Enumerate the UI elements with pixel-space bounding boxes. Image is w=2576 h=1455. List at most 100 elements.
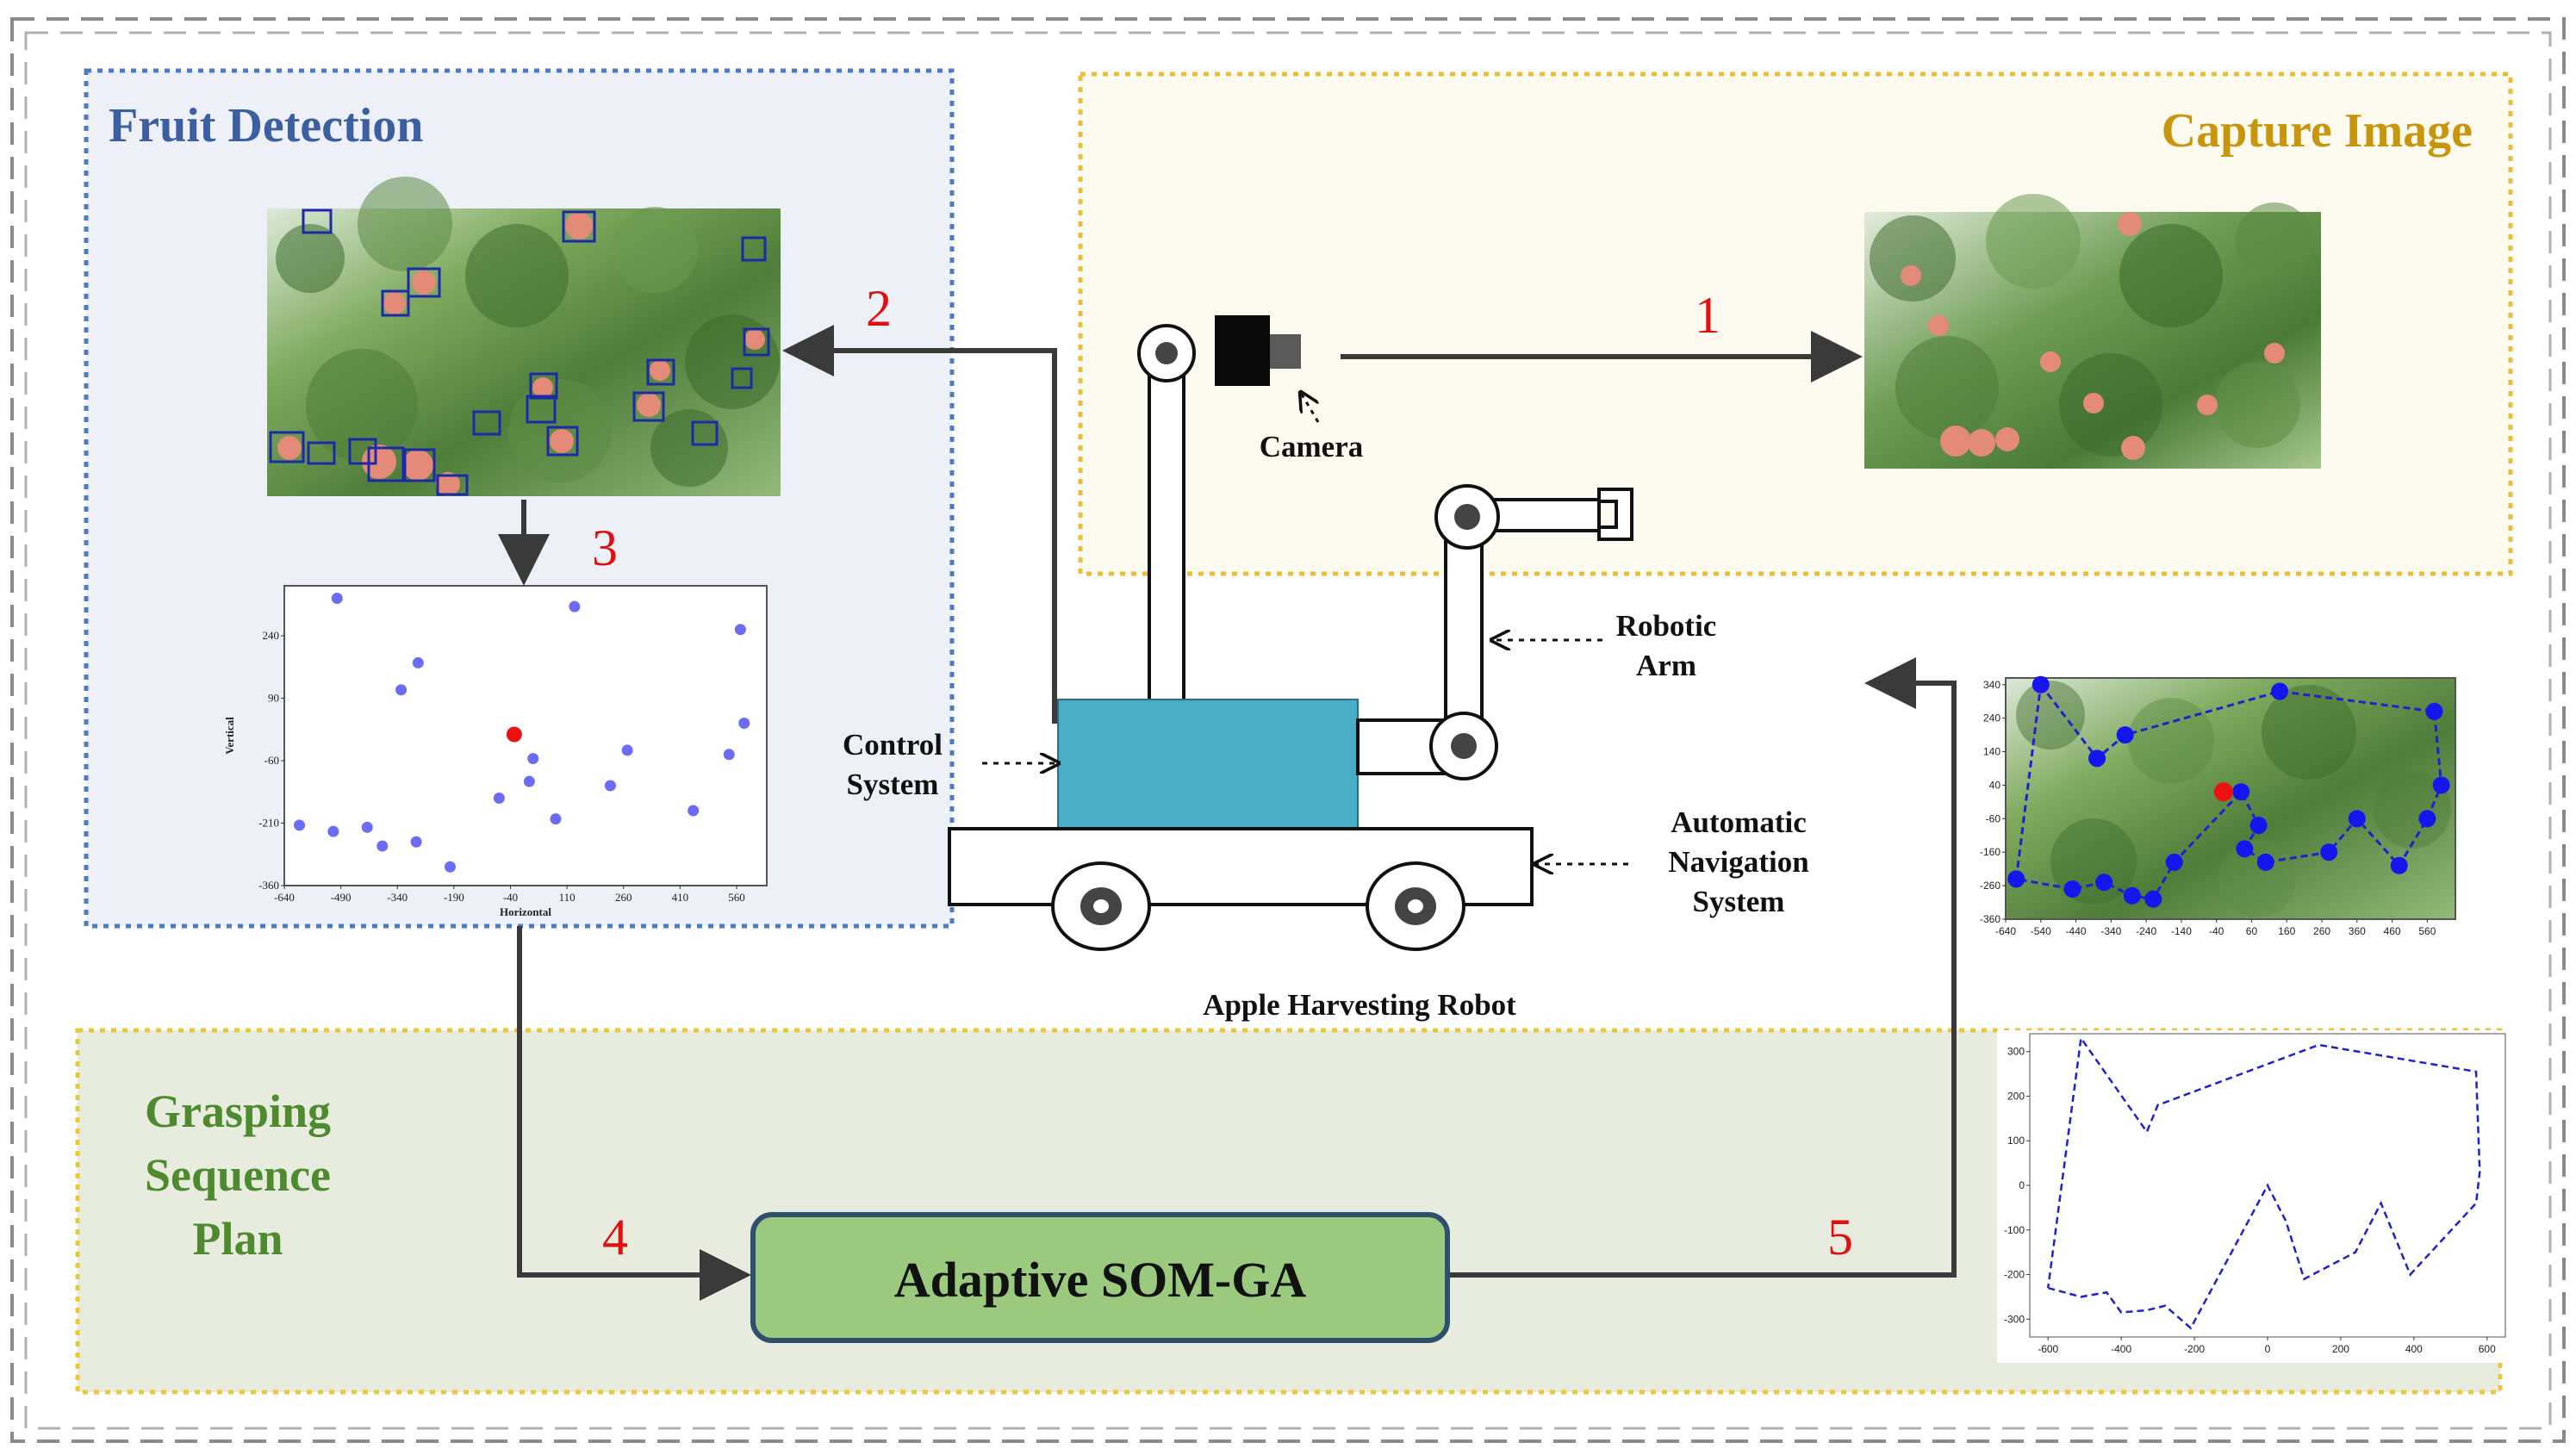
grasping-title-line3: Plan — [192, 1213, 283, 1265]
route-line-chart-ytick-label: -200 — [2004, 1269, 2025, 1281]
step-5: 5 — [1827, 1209, 1853, 1265]
scatter-plot-xtick-label: -640 — [274, 891, 295, 904]
route-line-chart-ytick-label: 300 — [2007, 1046, 2025, 1058]
route-overlay-ytick-label: 340 — [1983, 679, 2000, 691]
arrow-2 — [782, 325, 1057, 724]
route-overlay-point — [2390, 856, 2408, 874]
scatter-point — [327, 825, 339, 837]
route-line-chart-ytick-label: 100 — [2007, 1135, 2025, 1147]
scatter-plot-xtick-label: 410 — [672, 891, 689, 904]
scatter-plot-xtick-label: -40 — [503, 891, 518, 904]
route-overlay-xtick-label: -540 — [2031, 925, 2051, 937]
scatter-plot-ytick-label: -360 — [258, 879, 279, 892]
route-overlay-point — [2432, 776, 2450, 794]
route-overlay-point — [2032, 675, 2050, 693]
camera-lens — [1270, 334, 1301, 369]
scatter-point — [604, 780, 616, 792]
robotic-arm-label-1: Robotic — [1616, 609, 1717, 643]
route-overlay-point — [2320, 843, 2338, 861]
route-overlay-point — [2165, 853, 2183, 871]
scatter-plot-xtick-label: -490 — [331, 891, 352, 904]
scatter-point — [523, 775, 535, 787]
route-overlay-path — [2014, 683, 2443, 901]
route-overlay-point — [2425, 702, 2443, 720]
route-overlay-xtick-label: 460 — [2384, 925, 2401, 937]
route-line-chart-xtick-label: -200 — [2184, 1343, 2205, 1355]
route-line-chart-xtick-label: 200 — [2332, 1343, 2349, 1355]
route-overlay-point — [2095, 874, 2113, 892]
robot: Camera — [948, 315, 1633, 951]
detection-photo — [267, 177, 781, 496]
algorithm-label: Adaptive SOM-GA — [894, 1252, 1307, 1308]
scatter-plot-ytick-label: -210 — [258, 817, 279, 830]
scatter-target-point — [506, 726, 522, 743]
route-overlay-xtick-label: 60 — [2246, 925, 2258, 937]
camera-body — [1215, 315, 1270, 386]
control-system-box — [1057, 699, 1359, 830]
route-overlay-xtick-label: 360 — [2349, 925, 2366, 937]
scatter-plot-ytick-label: 90 — [268, 692, 279, 705]
control-system-label-1: Control — [843, 728, 943, 762]
scatter-point — [376, 840, 389, 852]
scatter-plot-xtick-label: 560 — [728, 891, 745, 904]
scatter-plot-ytick-label: 240 — [263, 629, 280, 642]
scatter-plot-xtick-label: -190 — [444, 891, 464, 904]
step-3: 3 — [592, 519, 618, 576]
scatter-point — [361, 821, 373, 833]
route-overlay-xtick-label: 560 — [2418, 925, 2436, 937]
route-overlay-point — [2063, 880, 2081, 898]
scatter-point — [294, 819, 305, 831]
arrow-4 — [517, 926, 751, 1301]
scatter-point — [550, 813, 562, 825]
route-line-chart-ytick-label: 200 — [2007, 1090, 2025, 1102]
scatter-point — [331, 593, 343, 604]
scatter-plot-xtick-label: -340 — [387, 891, 408, 904]
route-overlay-xtick-label: -40 — [2209, 925, 2224, 937]
control-system-label-2: System — [847, 768, 939, 801]
scatter-plot-frame — [283, 585, 768, 886]
grasping-title-line2: Sequence — [145, 1149, 331, 1201]
captured-photo — [1864, 194, 2321, 469]
scatter-point — [738, 718, 750, 729]
scatter-point — [445, 861, 456, 873]
scatter-plot-ytick-label: -60 — [264, 754, 279, 767]
route-overlay-point — [2249, 817, 2268, 835]
route-overlay-xtick-label: -240 — [2136, 925, 2156, 937]
camera-label: Camera — [1260, 430, 1364, 463]
robot-caption: Apple Harvesting Robot — [1203, 988, 1516, 1022]
scatter-plot-xtick-label: 260 — [615, 891, 632, 904]
route-overlay-xtick-label: 160 — [2278, 925, 2295, 937]
grasping-title-line1: Grasping — [145, 1085, 331, 1137]
gripper — [1597, 488, 1633, 541]
scatter-plot-ylabel: Vertical — [223, 717, 236, 755]
route-line-chart-ytick-label: 0 — [2019, 1179, 2025, 1191]
fruit-detection-title: Fruit Detection — [109, 99, 423, 152]
step-2: 2 — [866, 280, 892, 337]
algorithm-box — [750, 1212, 1450, 1343]
route-line-chart-ytick-label: -100 — [2004, 1224, 2025, 1236]
scatter-point — [688, 805, 700, 817]
scatter-point — [493, 793, 505, 804]
step-4: 4 — [602, 1209, 628, 1265]
outer-frame — [10, 17, 2566, 1443]
scatter-point — [410, 836, 422, 848]
scatter-point — [527, 753, 539, 765]
route-overlay-ytick-label: -160 — [1980, 846, 2000, 858]
navigation-label-2: Navigation — [1668, 845, 1808, 879]
scatter-point — [412, 656, 424, 668]
route-overlay-point — [2256, 853, 2274, 871]
route-overlay-point — [2348, 810, 2366, 828]
scatter-point — [723, 749, 735, 761]
route-overlay-point — [2418, 810, 2436, 828]
route-line-chart-xtick-label: -400 — [2111, 1343, 2131, 1355]
scatter-plot-xlabel: Horizontal — [500, 905, 551, 918]
route-line-path — [2046, 1035, 2481, 1330]
route-overlay-point — [2088, 749, 2106, 768]
route-line-chart-xtick-label: 400 — [2405, 1343, 2423, 1355]
wheel-left — [1051, 861, 1151, 951]
route-overlay-point — [2116, 726, 2134, 744]
route-overlay-point — [2123, 886, 2141, 905]
